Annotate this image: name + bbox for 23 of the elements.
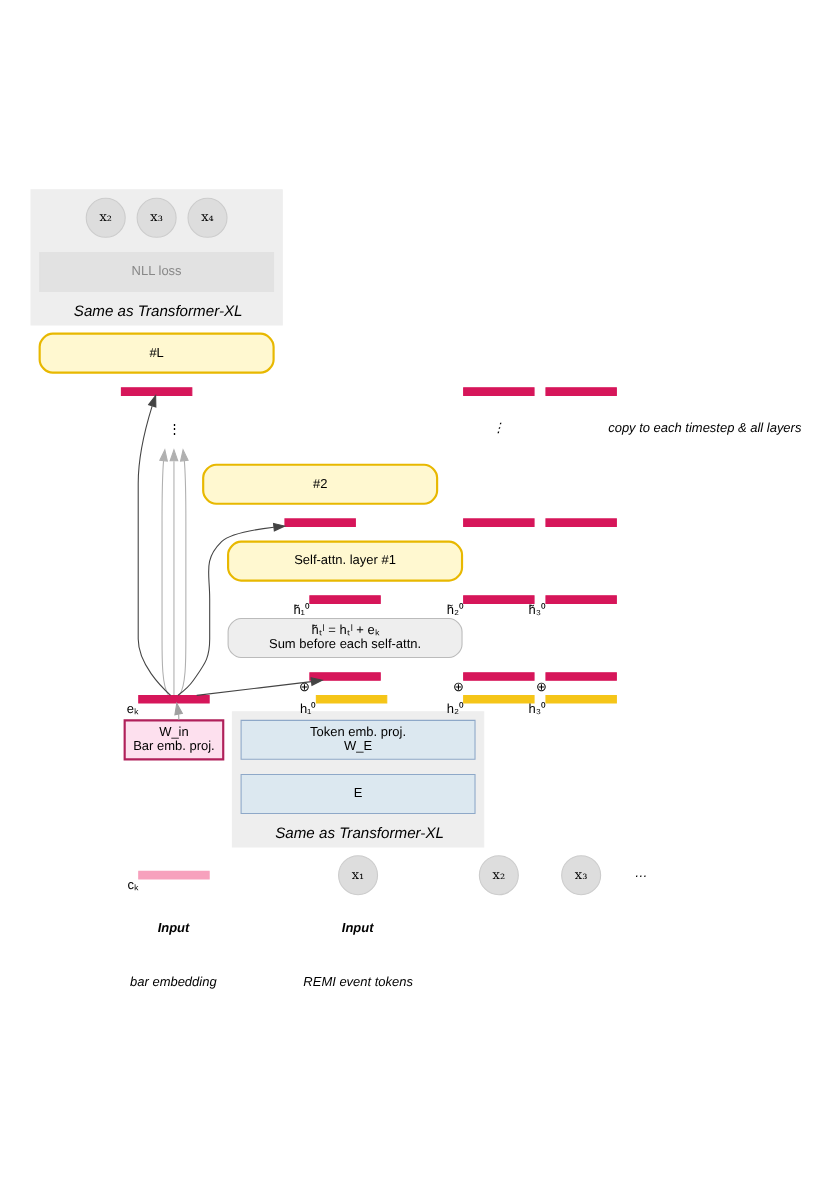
node-bar — [462, 672, 534, 681]
node-bar — [544, 694, 616, 704]
node-bar — [119, 387, 192, 396]
arrow — [168, 448, 178, 696]
node-bar — [137, 870, 209, 880]
arrow — [136, 393, 171, 696]
node-bar — [314, 694, 387, 704]
node-bar — [308, 595, 380, 604]
node-bar — [308, 672, 380, 681]
arrow — [195, 677, 323, 696]
node-bar — [544, 595, 616, 604]
node-bar — [544, 672, 616, 681]
node-bar — [137, 694, 209, 704]
arrow — [176, 522, 286, 696]
node-bar — [462, 595, 534, 604]
arrow — [158, 448, 168, 696]
node-bar — [462, 387, 534, 396]
node-bar — [544, 387, 616, 396]
node-bar — [544, 518, 616, 527]
node-bar — [462, 694, 534, 704]
arrow — [177, 448, 188, 696]
node-bar — [283, 518, 355, 527]
node-bar — [462, 518, 534, 527]
